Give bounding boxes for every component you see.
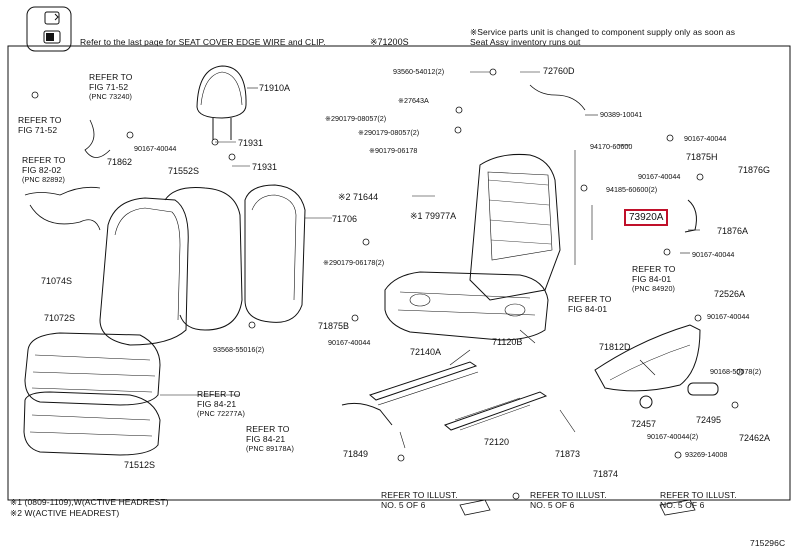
group-part-number[interactable]: ※71200S — [370, 37, 409, 47]
seatback-cover-drawing — [99, 184, 306, 346]
part-90389[interactable]: 90389-10041 — [600, 110, 643, 119]
fastener-icons — [31, 68, 744, 500]
wire-harness-drawing — [24, 84, 586, 231]
main-frame — [7, 45, 791, 501]
part-72457[interactable]: 72457 — [631, 419, 657, 429]
part-90167-rt2[interactable]: 90167-40044 — [638, 172, 681, 181]
part-71862[interactable]: 71862 — [107, 157, 133, 167]
reference-marker-icons — [459, 499, 696, 516]
part-71812D[interactable]: 71812D — [599, 342, 631, 352]
header-note-left: Refer to the last page for SEAT COVER ED… — [80, 37, 326, 47]
refer-illust-2[interactable]: REFER TO ILLUST.NO. 5 OF 6 — [530, 490, 607, 510]
part-90167-mid[interactable]: 90167-40044 — [328, 338, 371, 347]
part-93568[interactable]: 93568-55016(2) — [213, 345, 265, 354]
part-72495[interactable]: 72495 — [696, 415, 722, 425]
seat-frame-drawing — [384, 154, 561, 341]
header-note-right-2: Seat Assy inventory runs out — [470, 37, 581, 47]
part-90167-hr[interactable]: 90167-40044 — [134, 144, 177, 153]
part-71873[interactable]: 71873 — [555, 449, 581, 459]
part-94185[interactable]: 94185-60600(2) — [606, 185, 658, 194]
part-94170[interactable]: 94170-60600 — [590, 142, 633, 151]
cushion-drawing — [23, 332, 161, 456]
part-71706[interactable]: 71706 — [332, 214, 358, 224]
part-71644[interactable]: ※2 71644 — [338, 192, 379, 202]
part-71120B[interactable]: 71120B — [492, 337, 523, 347]
highlighted-part-number[interactable]: 73920A — [624, 209, 669, 226]
part-290179-08057-b[interactable]: ※290179-08057(2) — [358, 128, 420, 137]
part-71512S[interactable]: 71512S — [124, 460, 156, 470]
part-90167-r5[interactable]: 90167-40044(2) — [647, 432, 699, 441]
part-71074S[interactable]: 71074S — [41, 276, 73, 286]
part-90167-r4[interactable]: 90167-40044 — [707, 312, 750, 321]
part-93269[interactable]: 93269-14008 — [685, 450, 728, 459]
seat-icon — [26, 6, 72, 52]
part-71931-b[interactable]: 71931 — [252, 162, 278, 172]
part-90167-rt3[interactable]: 90167-40044 — [692, 250, 735, 259]
part-71910A[interactable]: 71910A — [259, 83, 291, 93]
part-71072S[interactable]: 71072S — [44, 313, 76, 323]
part-79977A[interactable]: ※1 79977A — [410, 211, 457, 221]
part-71875H[interactable]: 71875H — [686, 152, 718, 162]
part-71875B[interactable]: 71875B — [318, 321, 350, 331]
footnote-2: ※2 W(ACTIVE HEADREST) — [10, 508, 120, 518]
part-90168[interactable]: 90168-50078(2) — [710, 367, 762, 376]
footnote-1: ※1 (0809-1109),W(ACTIVE HEADREST) — [10, 497, 169, 507]
figure-code: 715296C — [750, 538, 786, 548]
leader-lines — [160, 71, 700, 449]
part-290179-08057-a[interactable]: ※290179-08057(2) — [325, 114, 387, 123]
part-71874[interactable]: 71874 — [593, 469, 619, 479]
seat-track-drawing — [341, 361, 548, 431]
part-72462A[interactable]: 72462A — [739, 433, 771, 443]
part-93560[interactable]: 93560-54012(2) — [393, 67, 445, 76]
refer-illust-3[interactable]: REFER TO ILLUST.NO. 5 OF 6 — [660, 490, 737, 510]
part-72526A[interactable]: 72526A — [714, 289, 746, 299]
part-90167-rt1[interactable]: 90167-40044 — [684, 134, 727, 143]
header-note-right-1: ※Service parts unit is changed to compon… — [470, 27, 736, 37]
part-71931-a[interactable]: 71931 — [238, 138, 264, 148]
part-72140A[interactable]: 72140A — [410, 347, 442, 357]
part-71849[interactable]: 71849 — [343, 449, 369, 459]
part-71552S[interactable]: 71552S — [168, 166, 200, 176]
headrest-drawing — [196, 65, 247, 140]
part-27643A[interactable]: ※27643A — [398, 96, 429, 105]
part-72760D[interactable]: 72760D — [543, 66, 575, 76]
part-71876G[interactable]: 71876G — [738, 165, 771, 175]
side-shield-drawing — [594, 199, 719, 409]
part-71876A[interactable]: 71876A — [717, 226, 749, 236]
part-90179-06178[interactable]: ※90179-06178 — [369, 146, 418, 155]
part-72120[interactable]: 72120 — [484, 437, 510, 447]
part-290179-06178[interactable]: ※290179-06178(2) — [323, 258, 385, 267]
refer-illust-1[interactable]: REFER TO ILLUST.NO. 5 OF 6 — [381, 490, 458, 510]
